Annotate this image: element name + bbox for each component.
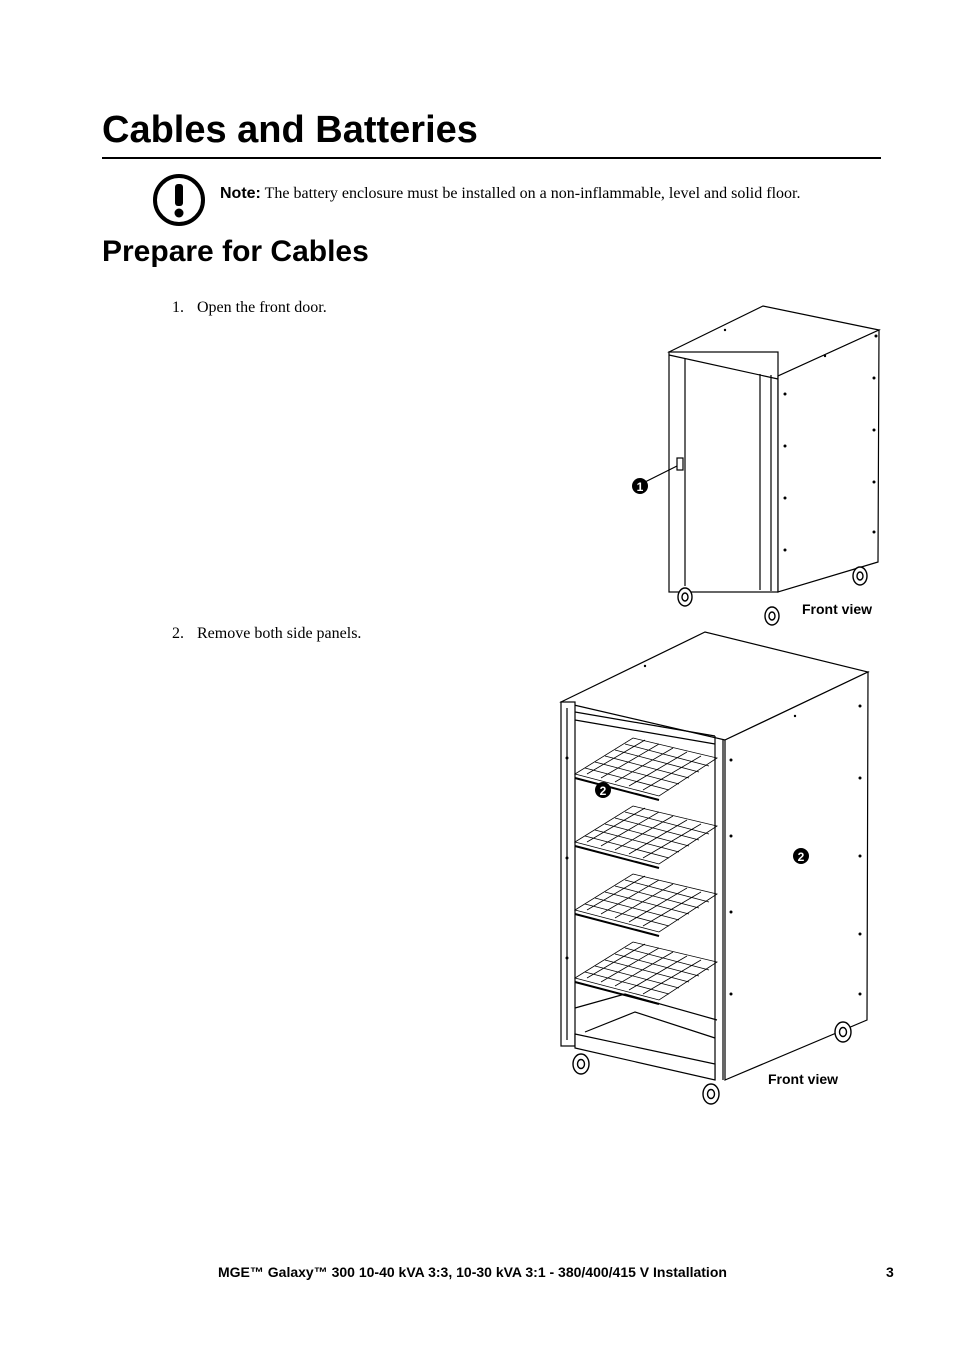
step-number: 1. [172, 299, 184, 316]
step-text: Remove both side panels. [197, 625, 362, 642]
step-2: 2. Remove both side panels. [172, 624, 361, 644]
open-cabinet-illustration: 2 2 [559, 631, 870, 1105]
title-divider [102, 157, 881, 159]
exclamation-circle-icon [153, 174, 205, 226]
figure-caption: Front view [802, 601, 873, 617]
step-number: 2. [172, 625, 184, 642]
callout-1: 1 [637, 480, 644, 494]
closed-cabinet-illustration: 1 [632, 305, 881, 626]
note-text: The battery enclosure must be installed … [264, 185, 801, 202]
step-text: Open the front door. [197, 299, 327, 316]
page-title: Cables and Batteries [102, 109, 478, 151]
section-heading: Prepare for Cables [102, 235, 369, 268]
figure-caption: Front view [768, 1071, 839, 1087]
note: Note: The battery enclosure must be inst… [220, 184, 800, 204]
page-footer: MGE™ Galaxy™ 300 10-40 kVA 3:3, 10-30 kV… [218, 1264, 727, 1280]
page-number: 3 [886, 1264, 894, 1280]
callout-2-right: 2 [798, 850, 805, 864]
note-label: Note: [220, 185, 261, 202]
callout-2-left: 2 [600, 784, 607, 798]
step-1: 1. Open the front door. [172, 298, 327, 318]
